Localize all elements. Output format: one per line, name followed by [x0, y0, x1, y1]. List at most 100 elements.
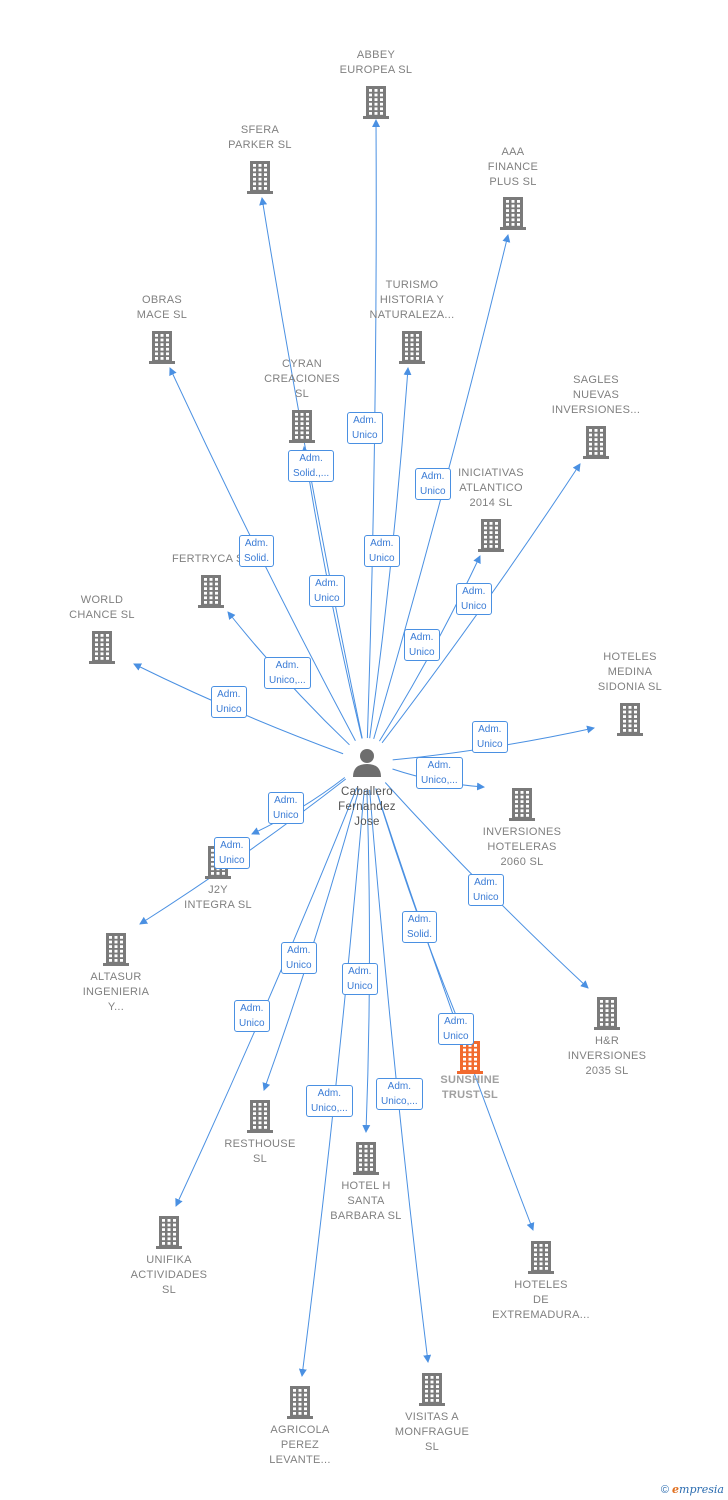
building-icon[interactable] [478, 519, 504, 552]
building-window [295, 417, 298, 421]
building-window [539, 1248, 543, 1252]
relation-role-label[interactable]: Adm. Unico [415, 468, 451, 500]
building-window [545, 1253, 548, 1256]
relation-role-label[interactable]: Adm. Solid. [239, 535, 275, 567]
building-icon[interactable] [583, 426, 609, 459]
building-icon[interactable] [289, 410, 315, 443]
building-icon[interactable] [594, 997, 620, 1030]
building-window [106, 647, 109, 651]
person-body [353, 764, 381, 777]
relation-role-label[interactable]: Adm. Unico,... [376, 1078, 423, 1110]
building-window [211, 849, 214, 852]
building-window [520, 809, 524, 813]
relation-role-label[interactable]: Adm. Unico [309, 575, 345, 607]
building-window [425, 1376, 428, 1379]
building-window [594, 447, 598, 451]
building-window [253, 1121, 256, 1125]
building-window [109, 940, 112, 944]
building-window [515, 791, 518, 794]
building-window [264, 173, 267, 176]
building-base [156, 1246, 182, 1249]
relation-role-label[interactable]: Adm. Unico [214, 837, 250, 869]
building-window [253, 1103, 256, 1106]
building-window [359, 1145, 362, 1148]
building-icon[interactable] [500, 197, 526, 230]
building-window [468, 1067, 472, 1070]
relation-role-label[interactable]: Adm. Unico [268, 792, 304, 824]
building-window [258, 1121, 262, 1125]
building-window [167, 1232, 171, 1236]
building-window [364, 1154, 368, 1157]
relation-role-label[interactable]: Adm. Unico [234, 1000, 270, 1032]
building-window [293, 1407, 296, 1411]
building-window [634, 719, 637, 723]
building-icon[interactable] [363, 86, 389, 119]
relation-role-label[interactable]: Adm. Unico [347, 412, 383, 444]
building-icon[interactable] [287, 1386, 313, 1419]
building-icon[interactable] [353, 1142, 379, 1175]
building-window [430, 1394, 434, 1398]
building-window [611, 1018, 614, 1022]
person-icon[interactable] [353, 749, 381, 777]
relation-role-label[interactable]: Adm. Unico,... [264, 657, 311, 689]
building-window [517, 200, 520, 203]
building-window [114, 959, 118, 962]
relation-role-label[interactable]: Adm. Unico [281, 942, 317, 974]
relation-role-label[interactable]: Adm. Solid. [402, 911, 438, 943]
building-icon[interactable] [103, 933, 129, 966]
building-base [457, 1071, 483, 1074]
building-window [506, 200, 509, 203]
relation-role-label[interactable]: Adm. Unico,... [306, 1085, 353, 1117]
relation-role-label[interactable]: Adm. Unico [438, 1013, 474, 1045]
building-window [300, 413, 304, 416]
building-window [295, 431, 298, 435]
building-icon[interactable] [528, 1241, 554, 1274]
relation-role-label[interactable]: Adm. Solid.,... [288, 450, 335, 482]
relation-role-label[interactable]: Adm. Unico [211, 686, 247, 718]
building-icon[interactable] [419, 1373, 445, 1406]
relation-role-label[interactable]: Adm. Unico [364, 535, 400, 567]
brand-logo-text: mpresia [679, 1483, 724, 1496]
building-window [517, 218, 520, 222]
building-window [264, 1107, 267, 1111]
building-window [600, 447, 603, 451]
building-icon[interactable] [247, 161, 273, 194]
building-icon[interactable] [89, 631, 115, 664]
building-window [545, 1267, 548, 1270]
building-window [589, 438, 592, 441]
building-window [374, 102, 378, 106]
building-window [468, 1044, 472, 1047]
relation-role-label[interactable]: Adm. Unico [404, 629, 440, 661]
building-icon[interactable] [509, 788, 535, 821]
building-icon[interactable] [457, 1041, 483, 1074]
building-window [258, 182, 262, 186]
building-window [304, 1398, 307, 1401]
building-window [167, 1237, 171, 1241]
building-window [511, 204, 515, 208]
building-icon[interactable] [247, 1100, 273, 1133]
building-window [166, 338, 169, 342]
building-icon[interactable] [156, 1216, 182, 1249]
relation-role-label[interactable]: Adm. Unico [342, 963, 378, 995]
building-window [258, 1103, 262, 1106]
building-window [162, 1223, 165, 1227]
building-window [215, 582, 218, 586]
building-window [106, 643, 109, 646]
building-window [253, 1107, 256, 1111]
brand-footer[interactable]: © empresia [661, 1483, 724, 1496]
relation-role-label[interactable]: Adm. Unico [468, 874, 504, 906]
building-icon[interactable] [399, 331, 425, 364]
copyright-symbol: © [660, 1484, 669, 1496]
brand-logo-initial: e [672, 1483, 680, 1496]
building-icon[interactable] [198, 575, 224, 608]
building-window [209, 578, 213, 581]
relation-role-label[interactable]: Adm. Unico [456, 583, 492, 615]
relation-role-label[interactable]: Adm. Unico,... [416, 757, 463, 789]
building-base [594, 1027, 620, 1030]
building-window [484, 526, 487, 530]
relation-role-label[interactable]: Adm. Unico [472, 721, 508, 753]
building-window [545, 1257, 548, 1261]
building-window [204, 591, 207, 595]
building-icon[interactable] [149, 331, 175, 364]
building-icon[interactable] [617, 703, 643, 736]
